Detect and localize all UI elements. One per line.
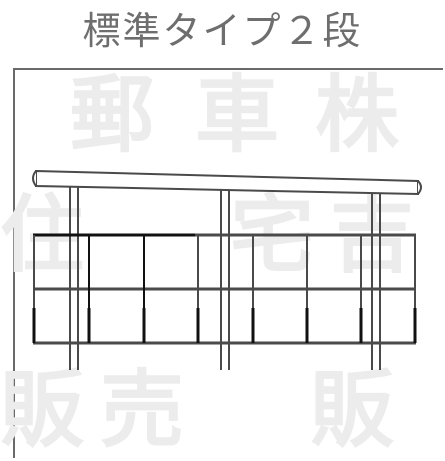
tire-channels (32, 308, 417, 343)
watermark-char: 販 (0, 361, 85, 459)
support-post-right (371, 194, 381, 370)
watermark-char: 株 (315, 66, 400, 164)
drawing-frame (13, 68, 443, 458)
support-post-center (220, 190, 230, 370)
watermark-char: 車 (195, 66, 280, 164)
roof-beam (32, 169, 422, 196)
support-post-left (69, 186, 79, 370)
watermark-char: 郵 (70, 66, 155, 164)
watermark-char: 販 (310, 361, 395, 459)
diagram-title: 標準タイプ２段 (82, 9, 363, 53)
watermark-char: 売 (100, 361, 185, 459)
rack-rails (33, 233, 416, 345)
